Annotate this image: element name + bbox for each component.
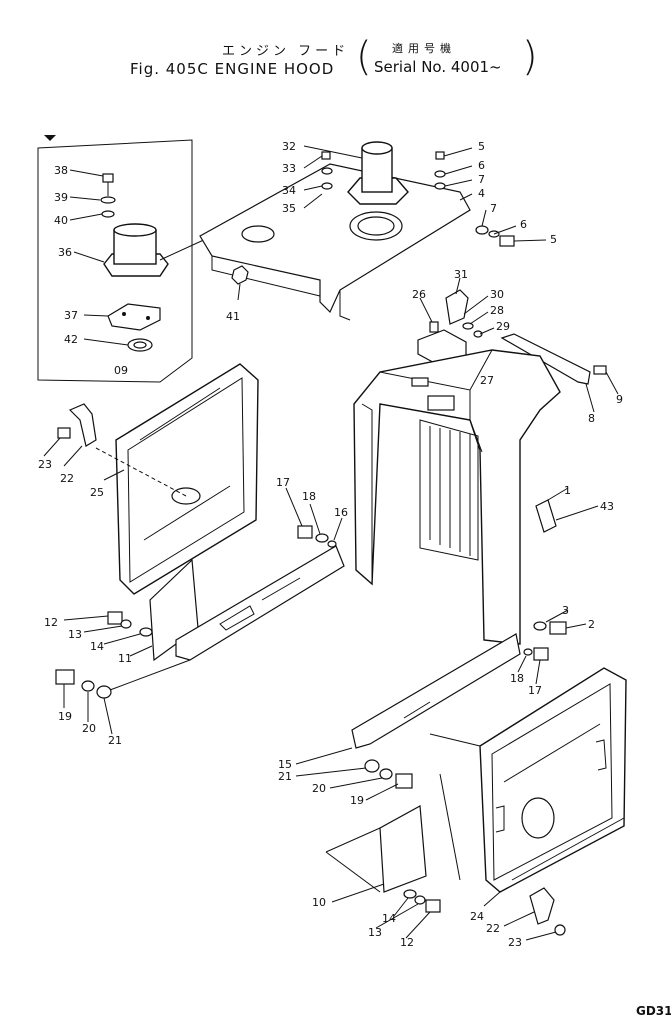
- callout-42: 42: [64, 333, 78, 346]
- inset-arrow-icon: [44, 135, 56, 141]
- callout-26: 26: [412, 288, 426, 301]
- top-hood-panel: [199, 141, 547, 321]
- callout-16: 16: [334, 506, 348, 519]
- callout-33: 33: [282, 162, 296, 175]
- callout-18-right: 18: [510, 672, 524, 685]
- callout-22-right: 22: [486, 922, 500, 935]
- callout-15: 15: [278, 758, 292, 771]
- callout-39: 39: [54, 191, 68, 204]
- callout-4: 4: [478, 187, 485, 200]
- callout-17-right: 17: [528, 684, 542, 697]
- callout-8: 8: [588, 412, 595, 425]
- callout-27: 27: [480, 374, 494, 387]
- figure-title: Fig. 405C ENGINE HOOD: [130, 60, 335, 78]
- callout-36: 36: [58, 246, 72, 259]
- serial-japanese: 適用号機: [392, 42, 456, 55]
- serial-close-paren: ): [522, 34, 538, 80]
- callout-28: 28: [490, 304, 504, 317]
- drawing-code: GD31: [636, 1004, 671, 1018]
- callout-14-left: 14: [90, 640, 104, 653]
- right-lower-plates: [295, 609, 587, 801]
- callout-20-left: 20: [82, 722, 96, 735]
- callout-3: 3: [562, 604, 569, 617]
- callout-32: 32: [282, 140, 296, 153]
- callout-1: 1: [564, 484, 571, 497]
- callout-41: 41: [226, 310, 240, 323]
- callout-labels: 38 39 40 36 37 42 09 41 32 33 34 35 5 6 …: [38, 140, 623, 949]
- callout-19-right: 19: [350, 794, 364, 807]
- callout-7: 7: [478, 173, 485, 186]
- callout-22-left: 22: [60, 472, 74, 485]
- callout-19-left: 19: [58, 710, 72, 723]
- callout-30: 30: [490, 288, 504, 301]
- callout-7-side: 7: [490, 202, 497, 215]
- callout-5: 5: [478, 140, 485, 153]
- callout-2: 2: [588, 618, 595, 631]
- callout-10: 10: [312, 896, 326, 909]
- callout-6: 6: [478, 159, 485, 172]
- serial-open-paren: (: [356, 34, 372, 80]
- callout-37: 37: [64, 309, 78, 322]
- radiator-shroud: [353, 349, 599, 645]
- callout-24: 24: [470, 910, 484, 923]
- callout-6-side: 6: [520, 218, 527, 231]
- right-side-door: [325, 667, 627, 941]
- callout-14-right: 14: [382, 912, 396, 925]
- callout-38: 38: [54, 164, 68, 177]
- callout-29: 29: [496, 320, 510, 333]
- callout-21-left: 21: [108, 734, 122, 747]
- callout-35: 35: [282, 202, 296, 215]
- callout-21-right: 21: [278, 770, 292, 783]
- callout-43: 43: [600, 500, 614, 513]
- callout-18-left: 18: [302, 490, 316, 503]
- callout-09: 09: [114, 364, 128, 377]
- callout-40: 40: [54, 214, 68, 227]
- callout-34: 34: [282, 184, 296, 197]
- left-lower-plates: [55, 487, 345, 735]
- callout-20-right: 20: [312, 782, 326, 795]
- callout-11: 11: [118, 652, 132, 665]
- callout-9: 9: [616, 393, 623, 406]
- title-japanese: エンジン フード: [222, 44, 350, 59]
- callout-13-left: 13: [68, 628, 82, 641]
- inset-detail-box: [37, 135, 209, 383]
- callout-25: 25: [90, 486, 104, 499]
- callout-23-right: 23: [508, 936, 522, 949]
- callout-17-left: 17: [276, 476, 290, 489]
- callout-12-left: 12: [44, 616, 58, 629]
- callout-13-right: 13: [368, 926, 382, 939]
- callout-23-left: 23: [38, 458, 52, 471]
- serial-number: Serial No. 4001~: [374, 58, 502, 76]
- callout-12-right: 12: [400, 936, 414, 949]
- callout-31: 31: [454, 268, 468, 281]
- left-side-door: [43, 363, 259, 595]
- callout-5-side: 5: [550, 233, 557, 246]
